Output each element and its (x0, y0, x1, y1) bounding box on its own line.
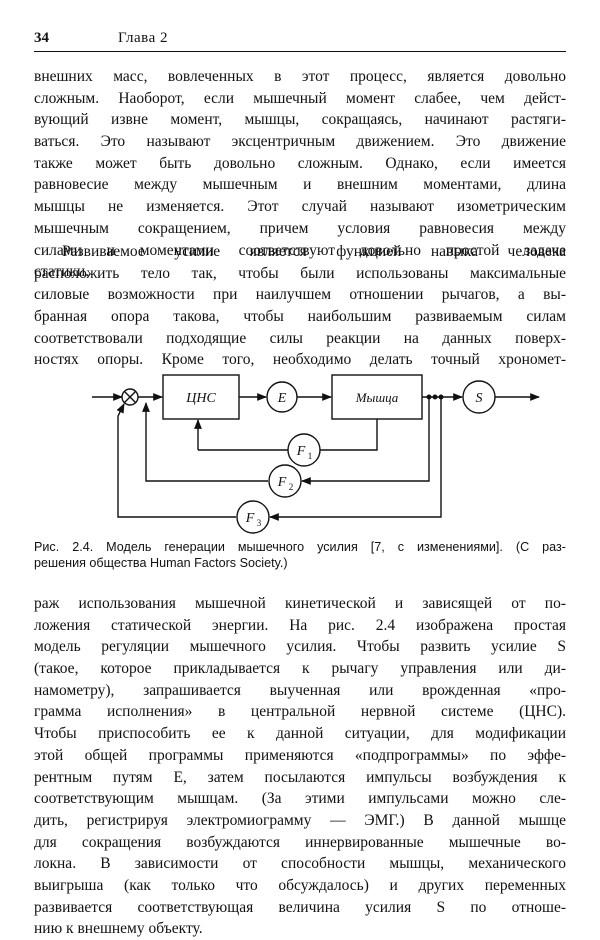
paragraph-effort: Развиваемое усилие является функцией нав… (34, 241, 566, 371)
text-line: выигрыша (как только что обсуждалось) и … (34, 876, 566, 894)
text-line: ностях опоры. Кроме того, необходимо дел… (34, 351, 566, 369)
f1-subscript: 1 (308, 451, 313, 461)
paragraph-model: раж использования мышечной кинетической … (34, 593, 566, 940)
summing-junction (121, 388, 139, 406)
text-line: дить, регистрируя электромиограмму — ЭМГ… (34, 811, 566, 829)
feedback-loop-f2: F 2 (142, 397, 430, 498)
text-line: модель регуляции мышечного усилия. Чтобы… (34, 638, 566, 656)
f1-label: F (296, 444, 306, 459)
text-line: мышцы не изменяется. Этот случай называю… (34, 198, 566, 216)
page-number: 34 (34, 30, 49, 46)
output-label: S (476, 391, 483, 406)
f2-label: F (277, 475, 287, 490)
chapter-title: Глава 2 (118, 30, 168, 46)
text-line: силовые возможности при наилучшем отноше… (34, 286, 566, 304)
feedback-loop-f3: F 3 (116, 397, 442, 534)
f3-subscript: 3 (257, 518, 262, 528)
text-line: раж использования мышечной кинетической … (34, 595, 566, 612)
text-line: локна. В зависимости от способности мышц… (34, 855, 566, 873)
f2-subscript: 2 (289, 482, 294, 492)
header-rule (34, 51, 566, 52)
page-header: 34 Глава 2 (34, 30, 566, 52)
paragraph-continuation: внешних масс, вовлеченных в этот процесс… (34, 66, 566, 283)
caption-line: Рис. 2.4. Модель генерации мышечного уси… (34, 540, 566, 554)
text-line: силами и моментами соответствуют довольн… (34, 241, 566, 259)
feedback-loop-f1: F 1 (194, 419, 378, 467)
text-line: Развиваемое усилие является функцией нав… (62, 243, 566, 260)
text-line: нию к внешнему объекту. (34, 920, 203, 938)
text-line: этой общей программы применяются «подпро… (34, 746, 566, 764)
text-line: внешних масс, вовлеченных в этот процесс… (34, 68, 566, 85)
text-line: ваться. Это называют эксцентричным движе… (34, 133, 566, 151)
text-line: Чтобы приспособить ее к данной ситуации,… (34, 725, 566, 743)
text-line: вующий извне момент, мышцы, сокращаясь, … (34, 111, 566, 129)
text-line: (такое, которое прикладывается к рычагу … (34, 660, 566, 678)
text-line: для сокращения возбуждаются иннервирован… (34, 833, 566, 851)
text-line: ложения статической энергии. На рис. 2.4… (34, 616, 566, 634)
text-line: рентным путям E, затем посылаются импуль… (34, 768, 566, 786)
text-line: также может быть довольно сложным. Однак… (34, 154, 566, 172)
cns-label: ЦНС (185, 391, 216, 406)
f3-label: F (245, 511, 255, 526)
text-line: расположить тело так, чтобы были использ… (34, 264, 566, 282)
text-line: бранная опора такова, чтобы наибольшим р… (34, 308, 566, 326)
text-line: грамма исполнения» в центральной нервной… (34, 703, 566, 721)
efferent-label: E (277, 391, 287, 406)
text-line: мышечным сокращением, причем условия рав… (34, 219, 566, 237)
text-line: развивается соответствующая величина уси… (34, 898, 566, 916)
figure-caption: Рис. 2.4. Модель генерации мышечного уси… (34, 539, 566, 571)
text-line: статики. (34, 263, 90, 281)
text-line: намометру), запрашивается выученная или … (34, 681, 566, 699)
text-line: соответствующим мышцам. (За этими импуль… (34, 790, 566, 808)
muscle-label: Мышца (355, 390, 399, 405)
text-line: равновесие между мышечным и внешним моме… (34, 176, 566, 194)
block-diagram-figure: ЦНС E Мышца S F 1 F 2 (34, 366, 566, 534)
caption-line: решения общества Human Factors Society.) (34, 556, 288, 570)
text-line: соответствовали подходящие силы реакции … (34, 329, 566, 347)
block-diagram: ЦНС E Мышца S F 1 F 2 (92, 374, 540, 534)
text-line: сложным. Наоборот, если мышечный момент … (34, 89, 566, 107)
